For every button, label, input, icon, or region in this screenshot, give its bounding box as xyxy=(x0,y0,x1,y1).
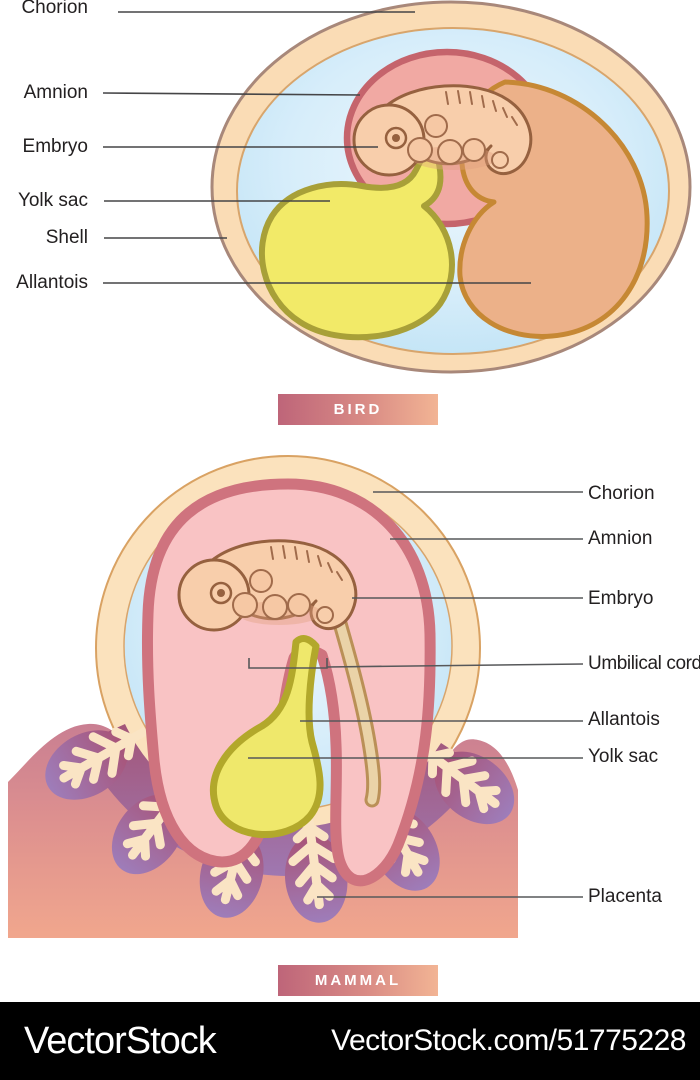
vectorstock-image-url: VectorStock.com/51775228 xyxy=(331,1024,686,1057)
bird-egg-diagram xyxy=(210,0,692,374)
label-bird-yolk-sac: Yolk sac xyxy=(17,190,88,211)
watermark-footer: VectorStock VectorStock.com/51775228 xyxy=(0,1002,700,1080)
umbilical-cord-bracket xyxy=(248,658,328,669)
leader-line-bird-amnion xyxy=(102,92,361,96)
bird-leader-lines xyxy=(102,11,531,284)
label-bird-shell: Shell xyxy=(45,227,88,248)
vectorstock-logo: VectorStock xyxy=(24,1019,217,1062)
label-mammal-allantois: Allantois xyxy=(588,709,660,730)
mammal-diagram xyxy=(8,455,528,938)
mammal-leader-lines xyxy=(248,491,584,898)
label-umbilical-cord: Umbilical cord xyxy=(588,653,700,674)
label-bird-embryo: Embryo xyxy=(22,136,88,157)
label-mammal-amnion: Amnion xyxy=(588,528,653,549)
label-bird-amnion: Amnion xyxy=(23,82,88,103)
bird-yolk-sac xyxy=(258,147,455,341)
label-bird-chorion: Chorion xyxy=(21,0,88,18)
bird-section-banner: BIRD xyxy=(278,394,438,425)
mammal-yolk-sac xyxy=(209,635,324,838)
label-placenta: Placenta xyxy=(588,886,662,907)
label-bird-allantois: Allantois xyxy=(16,272,88,293)
label-mammal-embryo: Embryo xyxy=(588,588,654,609)
mammal-section-banner: MAMMAL xyxy=(278,965,438,996)
umbilical-cord xyxy=(324,588,382,808)
label-mammal-yolk-sac: Yolk sac xyxy=(588,746,659,767)
label-mammal-chorion: Chorion xyxy=(588,483,655,504)
leader-line-umbilical-cord xyxy=(326,663,584,668)
